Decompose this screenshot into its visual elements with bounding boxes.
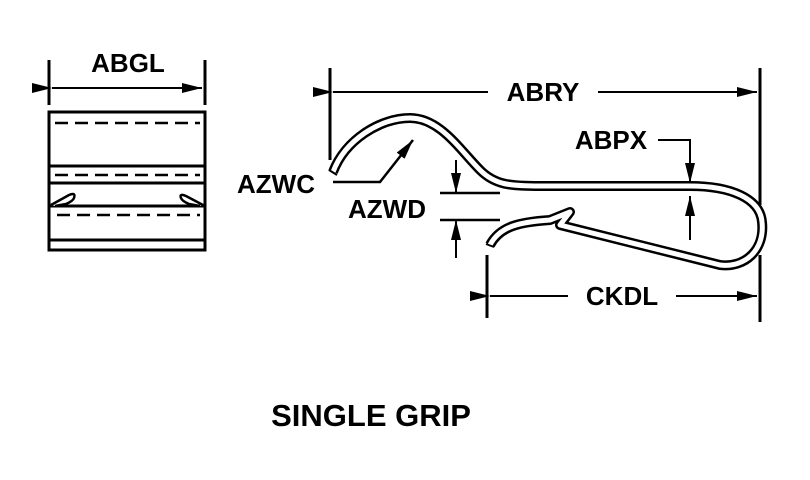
- azwc-label: AZWC: [237, 169, 315, 199]
- clip-tab-right: [179, 193, 204, 208]
- side-view: [32, 60, 207, 252]
- ckdl-label: CKDL: [586, 281, 658, 311]
- front-view: [313, 68, 768, 322]
- clip-end-cap: [328, 169, 338, 176]
- azwd-label: AZWD: [348, 194, 426, 224]
- clip-end-cap: [485, 243, 495, 248]
- diagram-title: SINGLE GRIP: [271, 398, 471, 433]
- abgl-label: ABGL: [91, 48, 165, 78]
- side-view-outline: [47, 110, 207, 252]
- abpx-leader-line: [658, 139, 695, 183]
- clip-wire-outer: [328, 113, 768, 271]
- abpx-label: ABPX: [575, 125, 648, 155]
- clip-tab-left: [50, 192, 76, 208]
- azwc-leader-line: [333, 139, 414, 184]
- clip-wire-inner: [330, 115, 765, 268]
- abry-label: ABRY: [507, 77, 580, 107]
